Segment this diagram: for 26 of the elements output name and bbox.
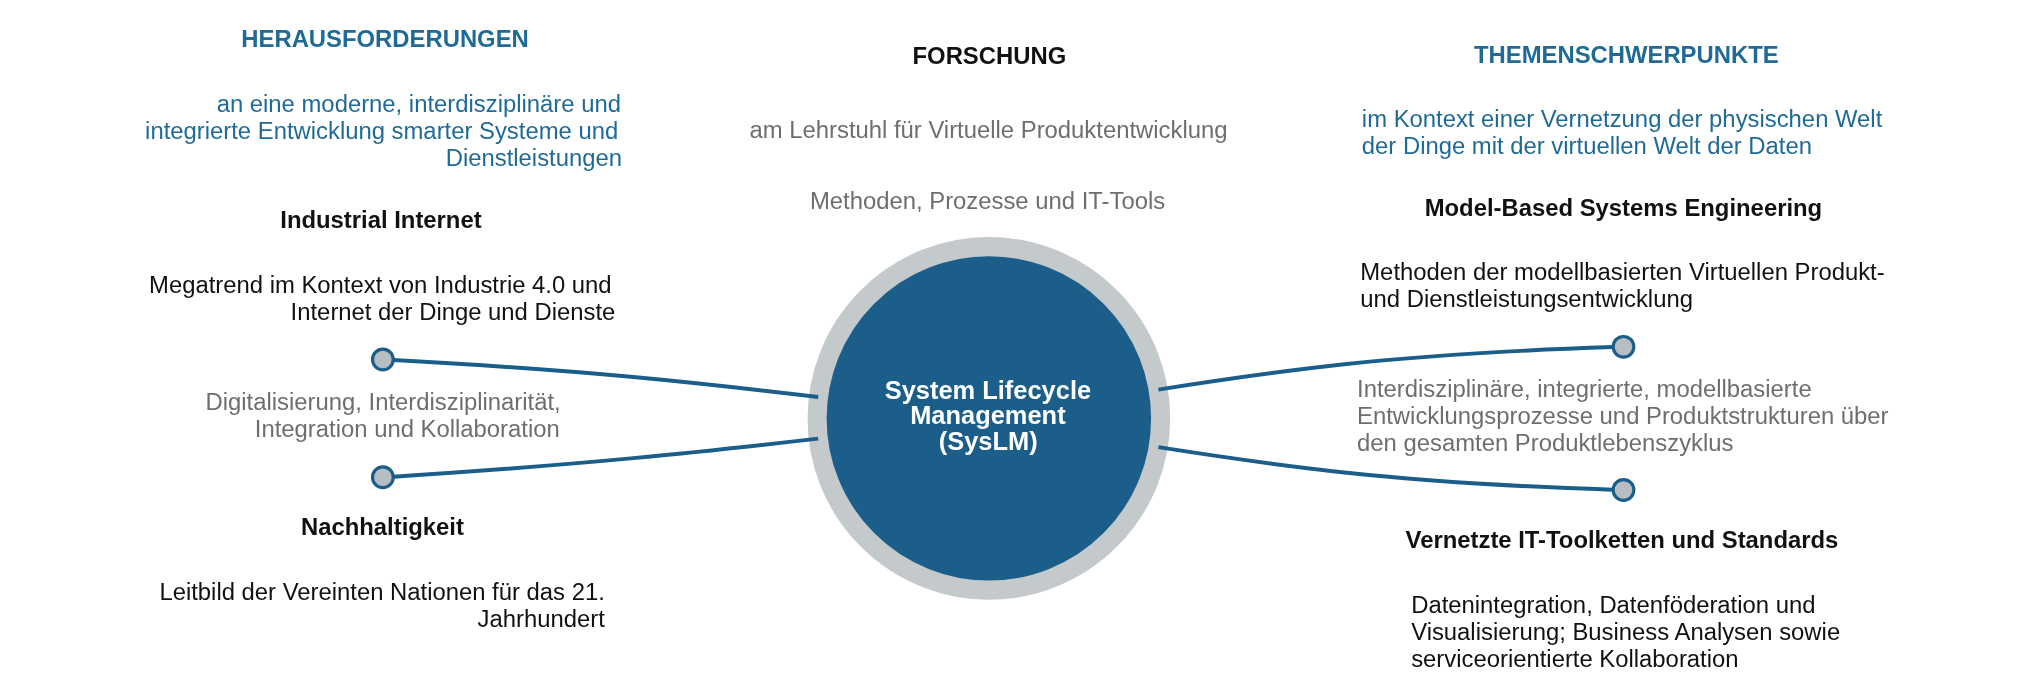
connector (1158, 345, 1613, 392)
label: Digitalisierung, Interdisziplinarität, Integration und Kollaboration (205, 388, 561, 443)
connector (1158, 445, 1613, 492)
label: Vernetzte IT-Toolketten und Standards (1405, 526, 1839, 554)
label: Methoden der modellbasierten Virtuellen Produkt- und Dienstleistungsentwicklung (1360, 258, 1885, 313)
label: Interdisziplinäre, integrierte, modellbasierte Entwicklungsprozesse und Produktstrukturen über den gesamten Produktlebenszyklus (1357, 374, 1889, 456)
node-circle: System Lifecycle Management (SysLM) (807, 237, 1171, 600)
label: THEMENSCHWERPUNKTE (1473, 40, 1779, 68)
node-circle (370, 347, 395, 372)
label: Industrial Internet (280, 206, 482, 234)
node-circle (370, 465, 395, 490)
label: im Kontext einer Vernetzung der physischen Welt der Dinge mit der virtuellen Welt der Daten (1361, 105, 1883, 160)
label: Leitbild der Vereinten Nationen für das 21. Jahrhundert (159, 577, 605, 632)
label: Megatrend im Kontext von Industrie 4.0 und Internet der Dinge und Dienste (149, 270, 616, 325)
label: am Lehrstuhl für Virtuelle Produktentwicklung (749, 115, 1228, 143)
connector (393, 436, 819, 479)
label: FORSCHUNG (912, 42, 1067, 70)
label: Methoden, Prozesse und IT-Tools (809, 187, 1166, 215)
connector (393, 358, 819, 399)
label: Model-Based Systems Engineering (1424, 193, 1823, 221)
node-circle (1611, 478, 1636, 502)
label: an eine moderne, interdisziplinäre und integrierte Entwicklung smarter Systeme und Dienstleistungen (145, 90, 622, 172)
label: HERAUSFORDERUNGEN (241, 24, 529, 52)
node-circle (1611, 334, 1636, 359)
label: Datenintegration, Datenföderation und Visualisierung; Business Analysen sowie serviceorientierte Kollaboration (1411, 591, 1841, 673)
label: Nachhaltigkeit (300, 513, 464, 541)
